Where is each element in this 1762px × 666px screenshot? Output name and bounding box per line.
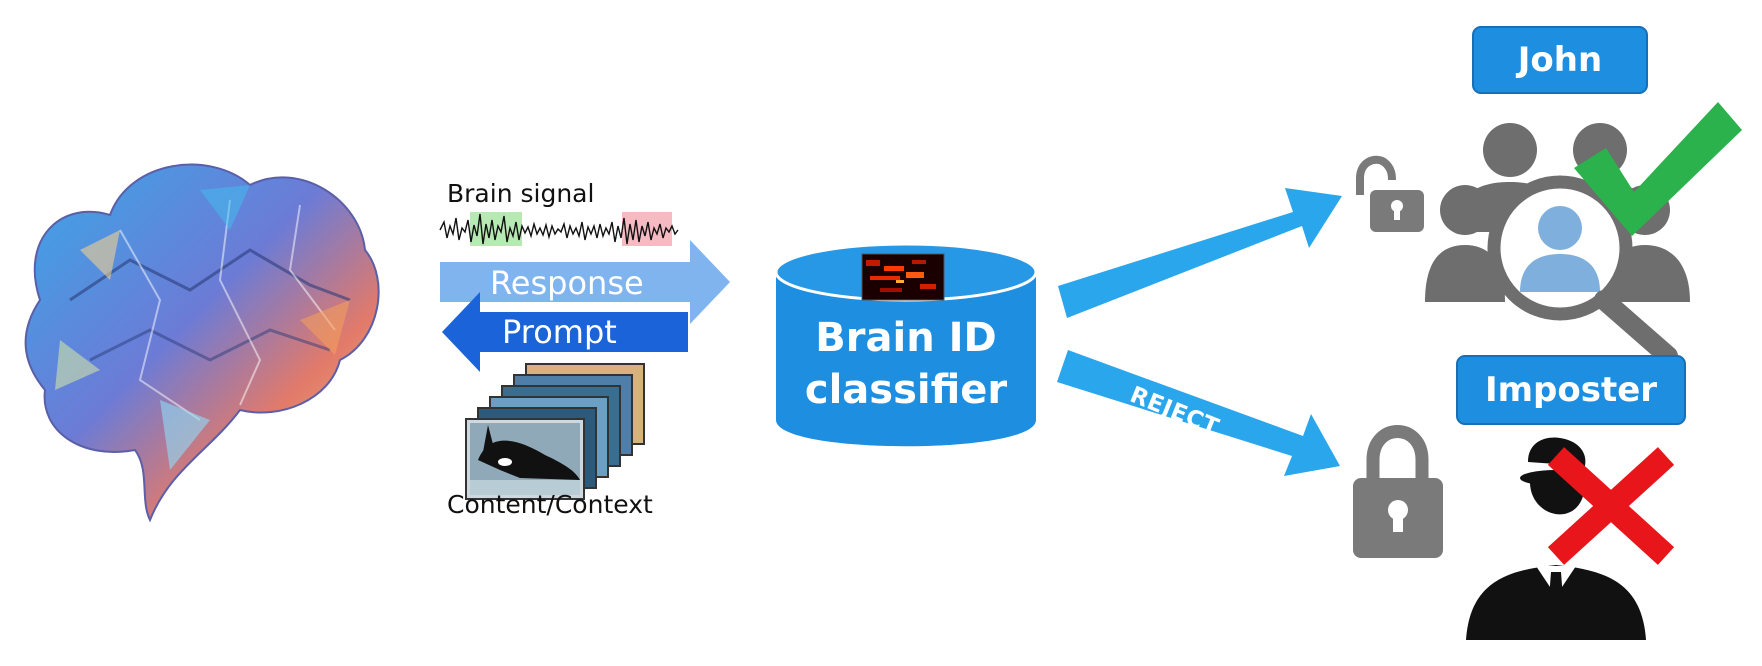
user-group-search-icon: [1425, 123, 1690, 366]
authenticate-arrow: [1058, 188, 1342, 318]
response-arrow: [440, 240, 730, 324]
classifier-title-line2: classifier: [804, 367, 1008, 413]
waveform-icon: [439, 212, 679, 246]
prompt-label: Prompt: [502, 313, 617, 351]
prompt-arrow: [442, 292, 688, 372]
classifier-title: Brain ID classifier: [776, 312, 1036, 416]
image-stack-icon: [465, 363, 645, 500]
reject-arrow: [1057, 350, 1340, 476]
content-context-label: Content/Context: [447, 490, 653, 519]
john-label: John: [1472, 26, 1648, 94]
brain-icon: [24, 163, 380, 523]
response-label: Response: [490, 264, 644, 302]
check-mark-icon: [1574, 102, 1742, 236]
heatmap-icon: [861, 253, 945, 301]
classifier-title-line1: Brain ID: [815, 315, 997, 361]
unlocked-padlock-icon: [1356, 155, 1424, 232]
imposter-label: Imposter: [1456, 355, 1686, 425]
locked-padlock-icon: [1353, 425, 1443, 558]
x-mark-icon: [1547, 447, 1675, 565]
imposter-figure-icon: [1466, 437, 1646, 640]
brain-signal-label: Brain signal: [447, 179, 595, 208]
